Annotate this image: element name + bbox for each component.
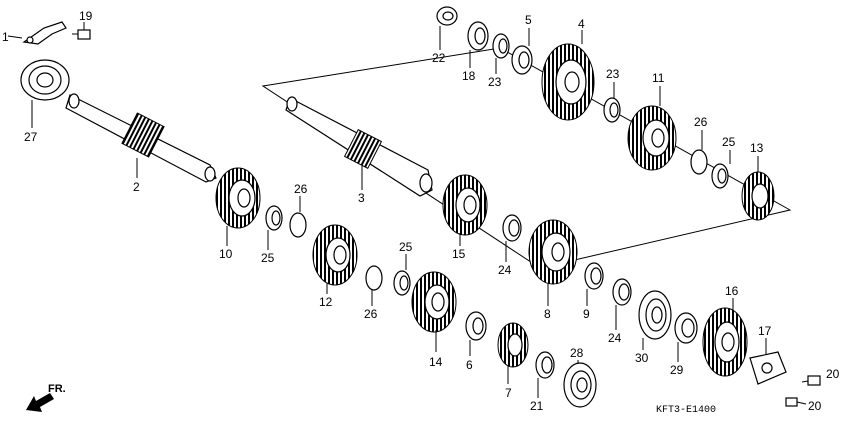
label-14: 14 — [429, 355, 443, 369]
label-4: 4 — [578, 17, 585, 31]
label-16: 16 — [725, 284, 739, 298]
label-20b: 20 — [808, 399, 822, 413]
part-25-washer-c — [711, 150, 731, 189]
part-10-gear — [215, 167, 261, 246]
label-21: 21 — [530, 399, 544, 413]
part-25-washer-b — [393, 254, 411, 296]
label-3: 3 — [358, 191, 365, 205]
label-19: 19 — [79, 9, 93, 23]
part-11-gear — [627, 86, 677, 171]
part-21-washer — [535, 351, 555, 398]
label-5: 5 — [525, 13, 532, 27]
label-17: 17 — [758, 324, 772, 338]
part-24-washer-b — [612, 278, 632, 330]
part-24-washer-a — [502, 214, 522, 262]
label-11: 11 — [652, 71, 665, 85]
part-30-bearing — [638, 290, 672, 350]
label-8: 8 — [544, 307, 551, 321]
label-22: 22 — [432, 51, 446, 65]
part-26-circlip-b — [365, 265, 383, 306]
label-30: 30 — [635, 351, 649, 365]
label-18: 18 — [462, 69, 476, 83]
label-7: 7 — [505, 386, 512, 400]
part-8-gear — [528, 219, 578, 306]
part-26-circlip-c — [690, 130, 708, 175]
part-14-gear — [411, 271, 457, 352]
part-2-mainshaft — [65, 93, 217, 183]
part-16-sprocket — [702, 298, 748, 377]
part-13-gear — [741, 156, 775, 221]
label-13: 13 — [750, 141, 764, 155]
part-3-countershaft — [285, 96, 433, 197]
label-9: 9 — [583, 307, 590, 321]
part-15-gear — [442, 174, 488, 246]
label-10: 10 — [219, 247, 233, 261]
part-17-plate — [749, 338, 787, 385]
label-23a: 23 — [488, 75, 502, 89]
front-direction-label: FR. — [48, 383, 66, 395]
part-5-collar — [511, 28, 533, 75]
label-26b: 26 — [364, 307, 378, 321]
diagram-code: KFT3-E1400 — [656, 405, 716, 416]
label-6: 6 — [466, 358, 473, 372]
part-6-bushing — [465, 311, 487, 356]
part-9-collar — [584, 262, 604, 306]
part-27-bearing — [20, 59, 70, 128]
part-18-bushing — [467, 21, 489, 68]
label-2: 2 — [133, 180, 140, 194]
label-25b: 25 — [399, 240, 413, 254]
part-20-bolt-b — [785, 397, 807, 407]
part-25-washer-a — [265, 205, 283, 250]
part-23-washer-b — [603, 82, 621, 123]
part-22-washer — [436, 6, 458, 50]
part-4-gear — [541, 30, 595, 121]
part-28-bearing — [563, 360, 597, 408]
label-24b: 24 — [608, 331, 622, 345]
label-1: 1 — [2, 30, 9, 44]
label-29: 29 — [670, 363, 684, 377]
part-1-bracket — [7, 21, 67, 45]
part-29-seal — [674, 312, 698, 362]
label-25c: 25 — [722, 135, 736, 149]
label-23b: 23 — [606, 67, 620, 81]
label-12: 12 — [319, 295, 333, 309]
label-26c: 26 — [694, 115, 708, 129]
part-7-gear — [497, 322, 529, 384]
part-20-bolt-a — [801, 375, 821, 386]
label-28: 28 — [570, 346, 584, 360]
part-12-gear — [312, 224, 358, 294]
label-25a: 25 — [261, 251, 275, 265]
label-20a: 20 — [826, 367, 840, 381]
label-27: 27 — [24, 130, 38, 144]
part-23-washer-a — [492, 33, 510, 74]
part-26-circlip-a — [289, 196, 307, 238]
part-19-bolt — [72, 22, 91, 40]
label-24a: 24 — [498, 263, 512, 277]
label-26a: 26 — [294, 182, 308, 196]
label-15: 15 — [452, 247, 466, 261]
front-direction-arrow-icon — [26, 393, 54, 412]
